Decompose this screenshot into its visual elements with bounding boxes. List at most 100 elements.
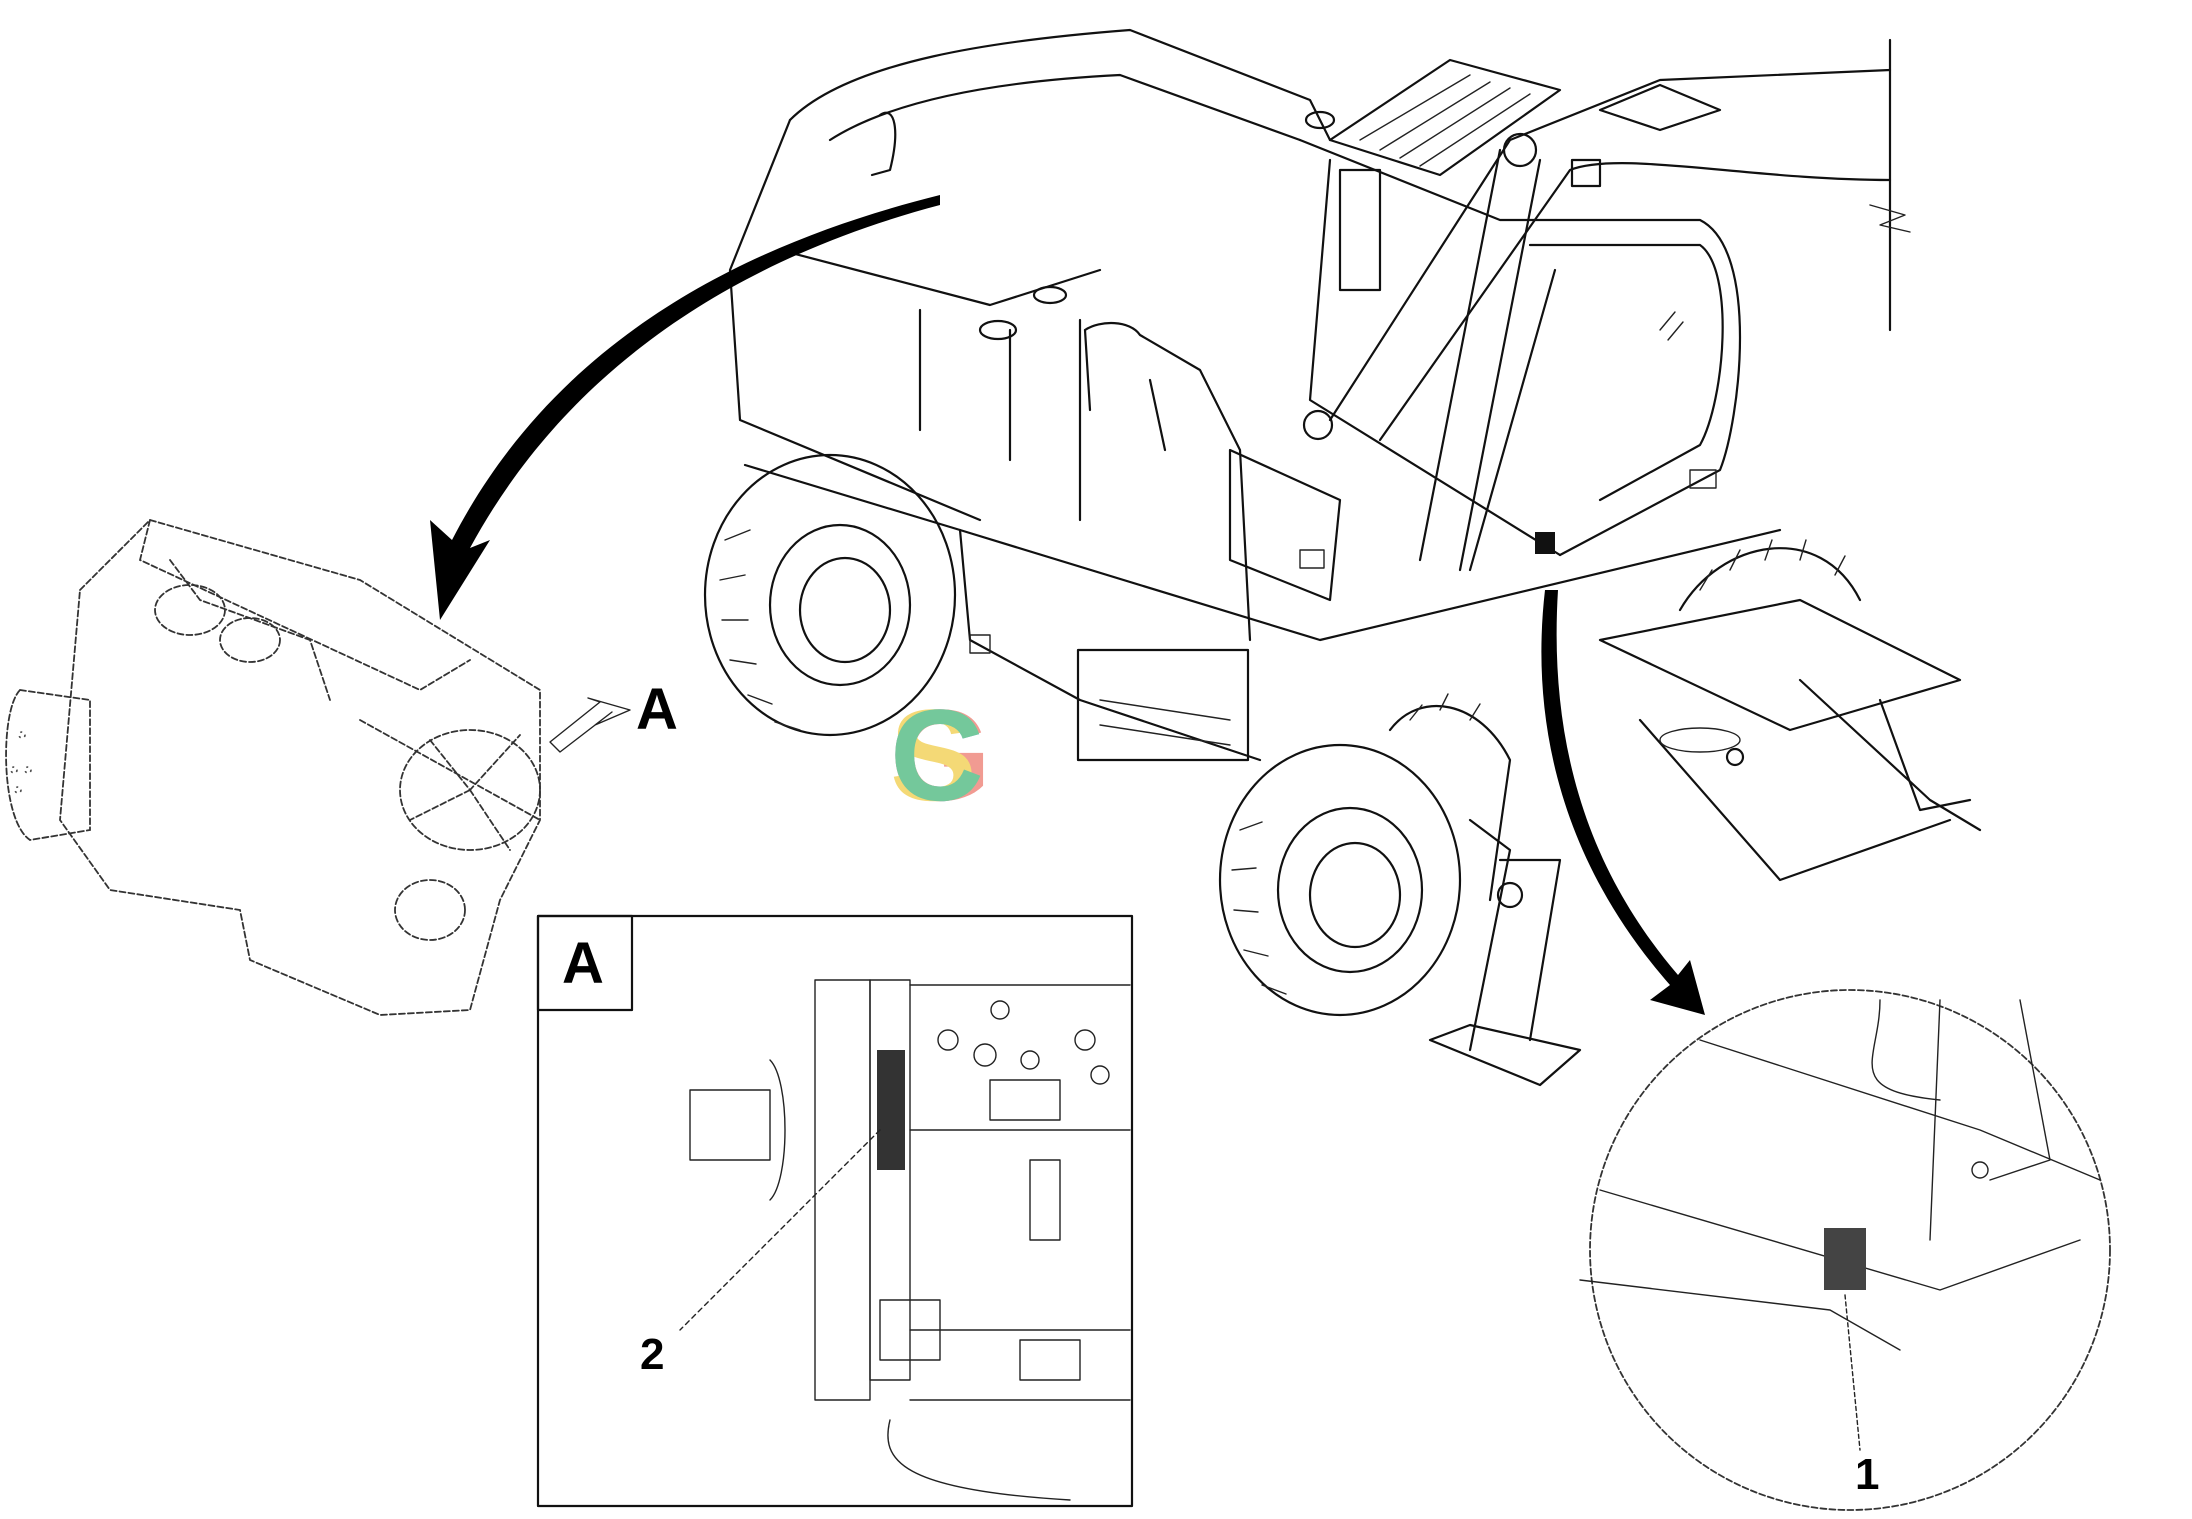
wheel-rear-right bbox=[1678, 539, 1862, 612]
boom-cylinder-right bbox=[1458, 158, 1542, 572]
item-2-label: 2 bbox=[640, 1330, 665, 1379]
boom-pin-block bbox=[1570, 158, 1602, 188]
view-a-arrow bbox=[549, 697, 631, 753]
leader-line-1 bbox=[1844, 1294, 1861, 1451]
outrigger-foot bbox=[1428, 1023, 1582, 1087]
dozer-blade bbox=[1798, 678, 1982, 832]
zoom-bolt bbox=[1971, 1161, 1989, 1179]
dozer-blade-arm bbox=[1638, 718, 1952, 882]
lower-bracket bbox=[879, 1299, 941, 1361]
leader-line-2 bbox=[679, 1129, 881, 1331]
fan-blades bbox=[409, 734, 521, 851]
excavator-drawing bbox=[703, 28, 1982, 1087]
boom-break-mark bbox=[1869, 204, 1911, 233]
pulley-rim bbox=[769, 1059, 786, 1201]
housing-top-edge bbox=[778, 248, 1102, 307]
view-a-pointer-label: A bbox=[636, 677, 678, 742]
arrow-to-chassis-detail bbox=[1541, 590, 1705, 1015]
zoom-lower-edge bbox=[1579, 1279, 1901, 1351]
bolt-a2 bbox=[990, 1000, 1010, 1020]
front-outrigger-leg-back bbox=[1498, 858, 1562, 1042]
chassis-front-face bbox=[958, 528, 1262, 762]
flywheel-housing bbox=[5, 689, 91, 841]
arrow-to-engine bbox=[430, 195, 940, 620]
engine-cover-ridge bbox=[828, 73, 1302, 142]
bolt-1 bbox=[18, 731, 26, 739]
handrail-post bbox=[1148, 378, 1167, 452]
engine-cover-top bbox=[788, 28, 1332, 142]
wheel-front-left bbox=[1218, 743, 1462, 1017]
control-box-plate bbox=[1299, 549, 1325, 569]
rear-hitch-pin bbox=[1725, 747, 1745, 767]
bolt-a4 bbox=[1020, 1050, 1040, 1070]
valve-cover bbox=[138, 519, 471, 692]
engine-drawing bbox=[5, 518, 541, 1016]
detail-a-frame bbox=[536, 914, 1134, 1508]
front-outrigger-leg bbox=[1468, 818, 1512, 1052]
cab-front-edge bbox=[1308, 158, 1562, 557]
item-1-label: 1 bbox=[1855, 1450, 1880, 1499]
wheel-rear-left bbox=[703, 453, 957, 737]
fan bbox=[399, 729, 541, 851]
cylinder-pivot bbox=[1502, 132, 1538, 168]
bracket-lines bbox=[909, 984, 1131, 1401]
zoom-right-post bbox=[1989, 999, 2051, 1181]
tool-box-latch bbox=[969, 634, 991, 654]
cab-window bbox=[1528, 243, 1724, 502]
shaft-hub bbox=[689, 1089, 771, 1161]
boom-lower-edge bbox=[1328, 68, 1892, 422]
boom-cylinder-left bbox=[1418, 148, 1502, 562]
watermark-letter: G bbox=[890, 682, 992, 828]
sensor-block bbox=[989, 1079, 1061, 1121]
housing-plate bbox=[869, 979, 911, 1381]
bolt-3 bbox=[24, 766, 32, 774]
chassis-id-plate-detail bbox=[1824, 1228, 1866, 1290]
zoom-vertical-edge bbox=[1929, 999, 1941, 1241]
filler-cap-2 bbox=[1032, 285, 1068, 305]
cab-outline bbox=[1298, 138, 1742, 557]
intake-manifold bbox=[169, 559, 331, 701]
grille-slats bbox=[1359, 74, 1531, 167]
engine-block-outline bbox=[59, 518, 541, 1016]
bolt-a3 bbox=[973, 1043, 997, 1067]
control-box bbox=[1228, 448, 1342, 602]
filler-cap-1 bbox=[978, 319, 1018, 341]
bolt-2 bbox=[10, 766, 18, 774]
bumper-ribs bbox=[1099, 699, 1231, 746]
timing-cover bbox=[814, 979, 871, 1401]
outrigger-pivot bbox=[1496, 881, 1524, 909]
turbo bbox=[154, 584, 226, 636]
zoom-bracket-curve bbox=[1871, 999, 1941, 1101]
wheel-front-right bbox=[1388, 693, 1512, 902]
pulley bbox=[394, 879, 466, 941]
handrail bbox=[1083, 321, 1252, 642]
rear-outrigger-frame bbox=[1598, 598, 1962, 732]
exhaust-stack bbox=[870, 111, 897, 177]
air-pipe bbox=[219, 617, 281, 663]
zoom-circle bbox=[1589, 989, 2111, 1511]
front-bumper bbox=[1076, 648, 1250, 762]
lower-fitting bbox=[1019, 1339, 1081, 1381]
chassis-zoom-detail bbox=[1579, 989, 2111, 1511]
cab-light bbox=[1689, 469, 1717, 489]
bolt-a1 bbox=[937, 1029, 959, 1051]
cab-door-window bbox=[1338, 168, 1382, 292]
boom-upper-edge bbox=[1378, 162, 1892, 442]
chassis-id-plate-marker bbox=[1535, 532, 1555, 554]
boom-bracket bbox=[1598, 83, 1722, 132]
boom-foot-pin bbox=[1302, 409, 1334, 441]
rear-hitch bbox=[1659, 727, 1741, 753]
detail-a-panel bbox=[536, 914, 1134, 1508]
housing-left-side bbox=[728, 118, 982, 522]
detail-a-title: A bbox=[562, 931, 604, 996]
front-cover-line bbox=[359, 719, 541, 821]
engine-id-plate bbox=[877, 1050, 905, 1170]
blade-pad-right bbox=[1878, 698, 1972, 812]
sump-curve bbox=[887, 1419, 1071, 1501]
rear-grille bbox=[1328, 58, 1562, 177]
watermark-letter: S bbox=[890, 682, 977, 828]
air-intake-cap bbox=[1304, 110, 1336, 130]
watermark-letter: C bbox=[890, 682, 984, 828]
